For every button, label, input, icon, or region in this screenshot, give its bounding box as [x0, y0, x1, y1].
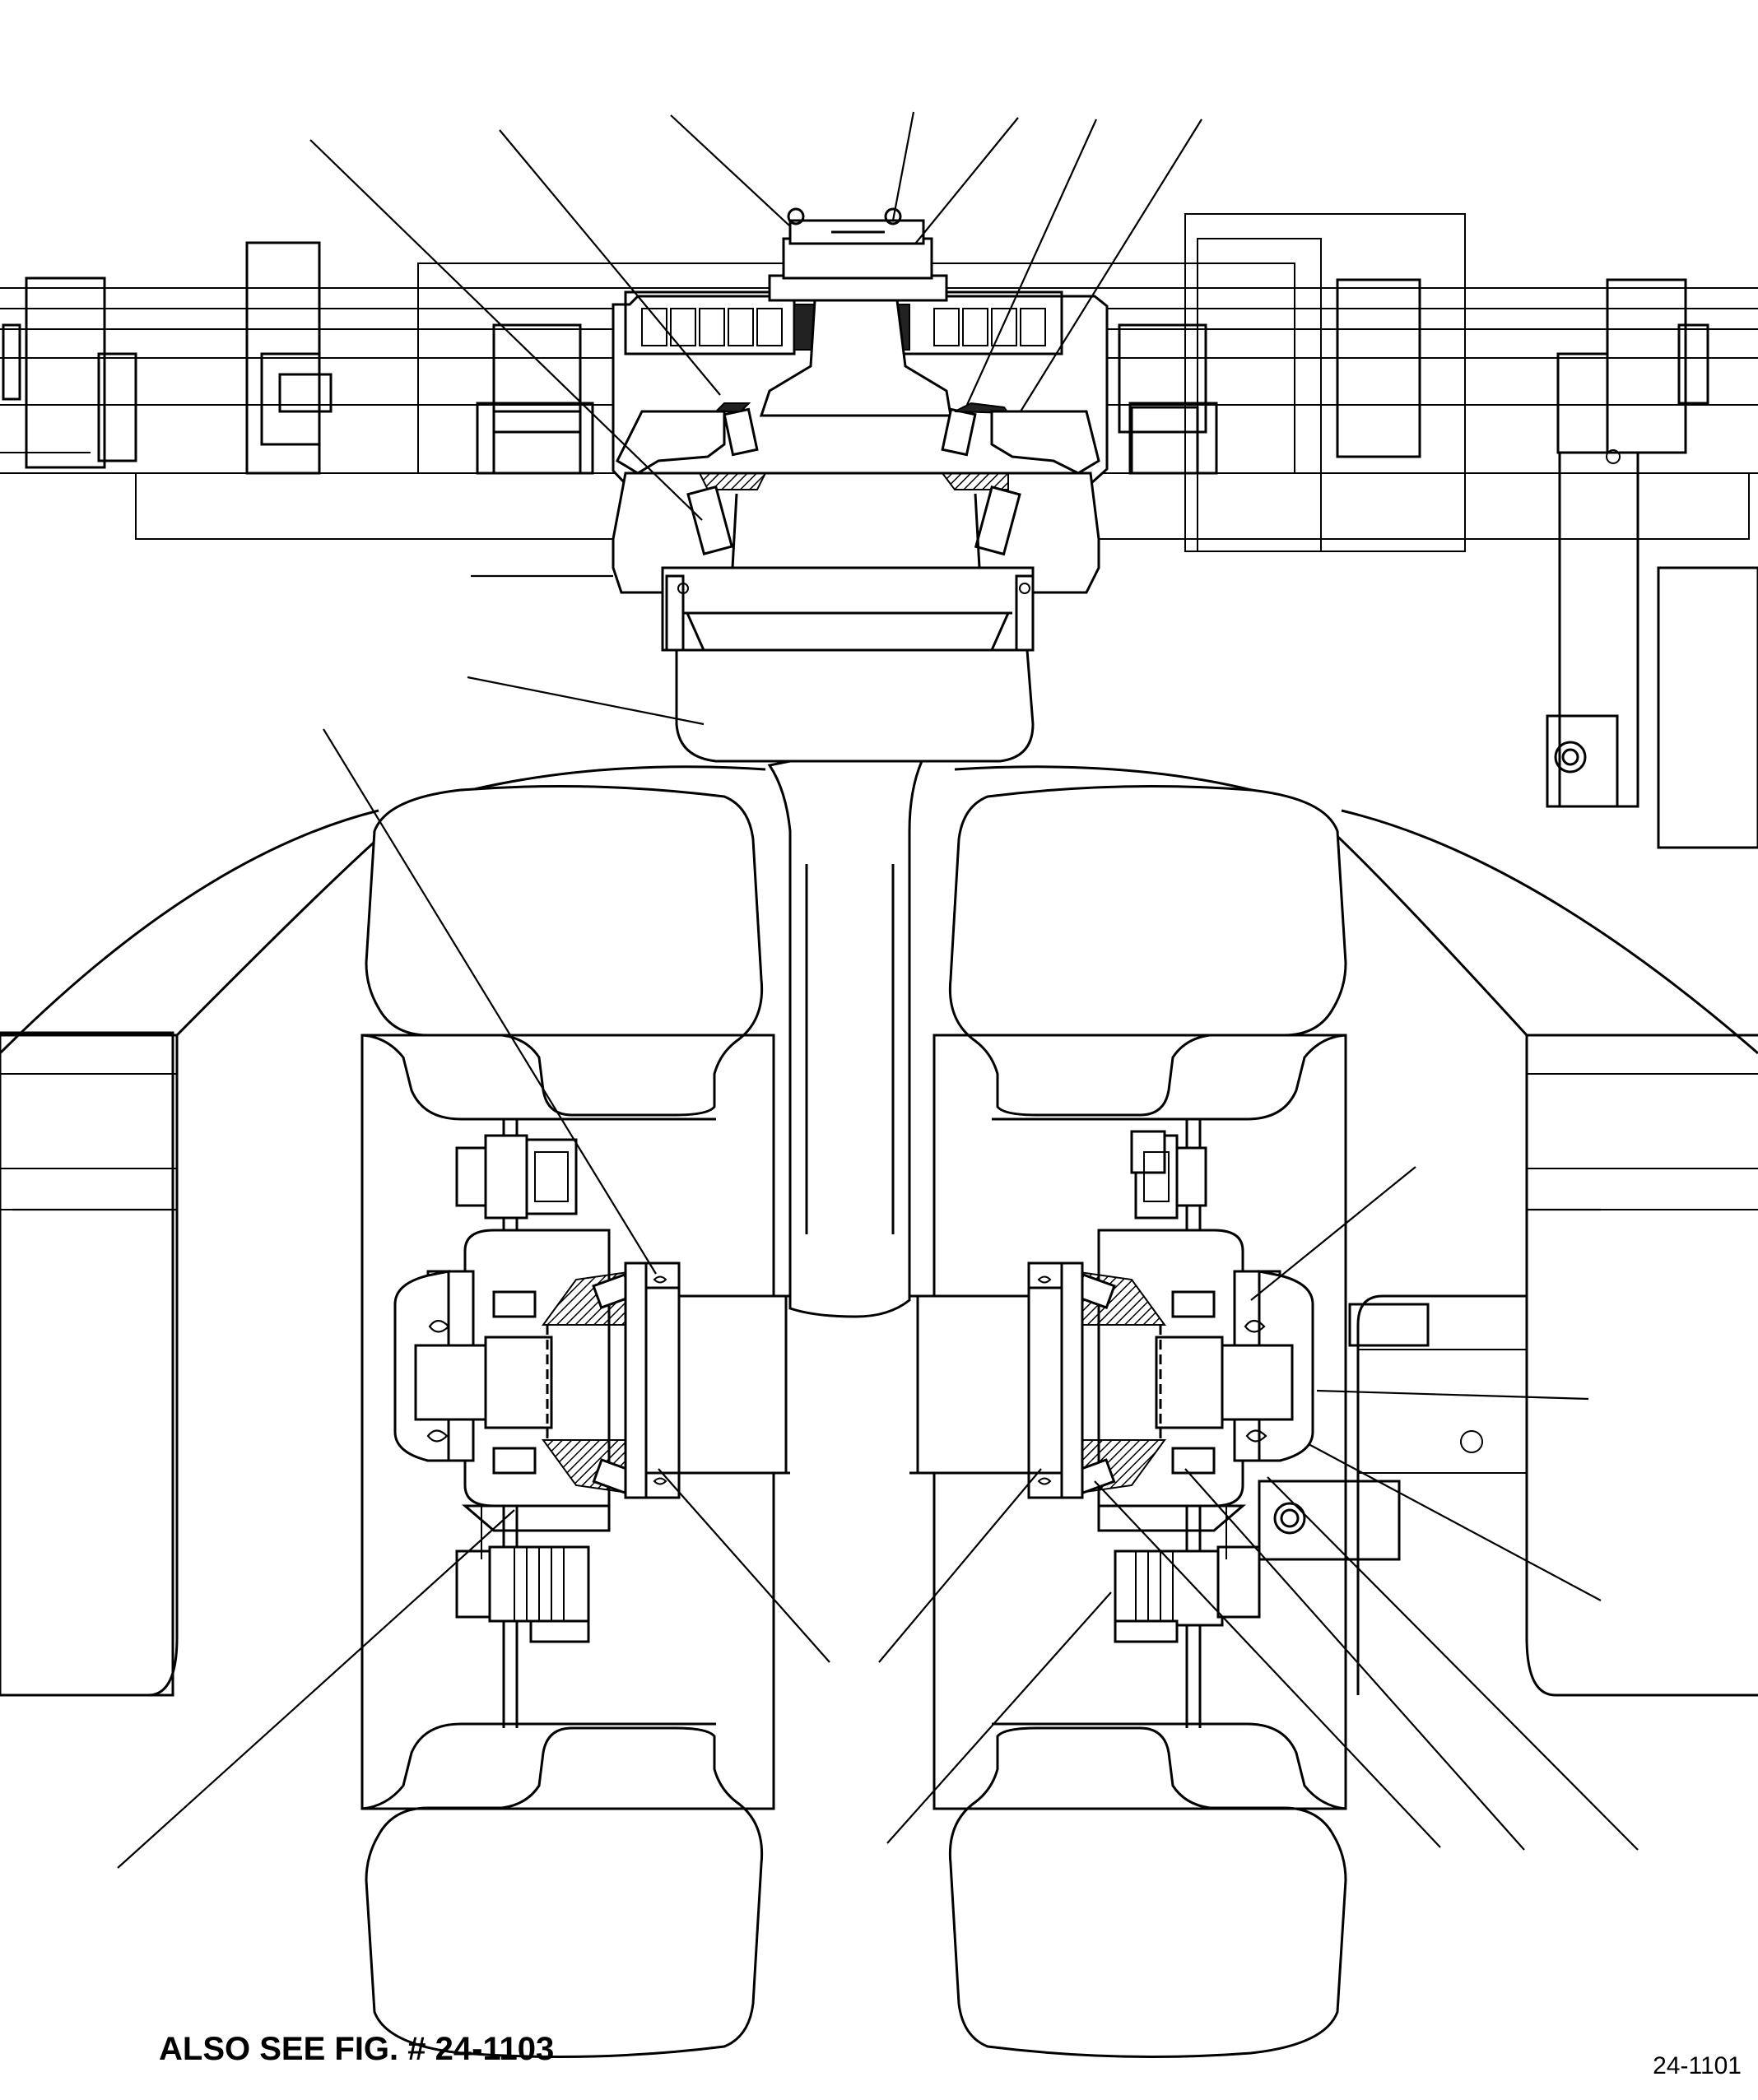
left-shaft-end: [0, 241, 333, 475]
leader-lines: [12, 111, 1639, 1869]
caption: ALSO SEE FIG. # 24-1103: [159, 2031, 555, 2067]
axle-beam: [767, 760, 924, 1318]
right-shaft-end: [1336, 278, 1758, 849]
left-wheel: [360, 785, 790, 2058]
swivel-assembly: [476, 207, 1218, 763]
right-wheel: [909, 785, 1347, 2058]
figure-number: 24-1101: [1653, 2052, 1742, 2079]
